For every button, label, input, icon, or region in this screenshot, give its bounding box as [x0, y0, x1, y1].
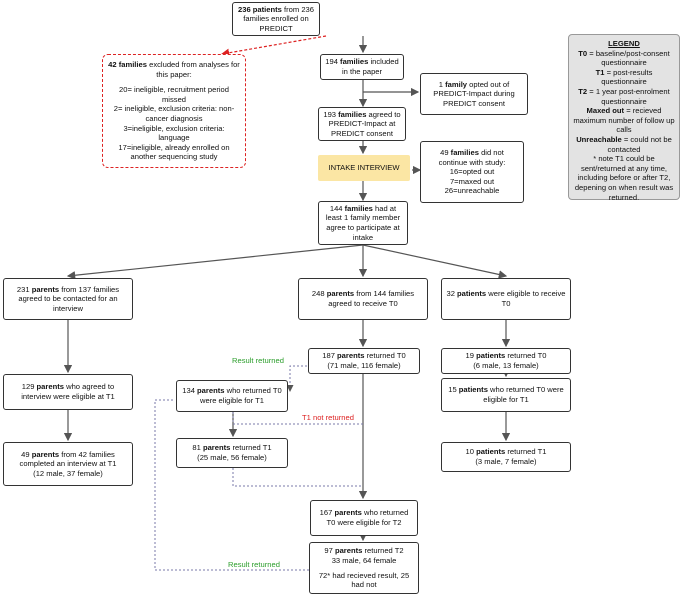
legend-item: T1 = post-results questionnaire [595, 67, 653, 87]
box-248-parents: 248 parents from 144 families agreed to … [298, 278, 428, 320]
box-not-continued: 49 families did not continue with study:… [420, 141, 524, 203]
box-167-parents: 167 parents who returned T0 were eligibl… [310, 500, 418, 536]
box-excluded: 42 families excluded from analyses for t… [102, 54, 246, 168]
legend-box: LEGEND T0 = baseline/post-consent questi… [568, 34, 680, 202]
label-t1-not-returned: T1 not returned [302, 413, 354, 422]
dotted-t1-not-returned [232, 412, 363, 425]
legend-item: Unreachable = could not be contacted [576, 134, 672, 154]
label-result-returned-1: Result returned [232, 356, 284, 365]
legend-item: Maxed out = recieved maximum number of f… [573, 106, 675, 135]
box-134-parents: 134 parents who returned T0 were eligibl… [176, 380, 288, 412]
box-10-patients: 10 patients returned T1 (3 male, 7 femal… [441, 442, 571, 472]
box-231-parents: 231 parents from 137 families agreed to … [3, 278, 133, 320]
box-intake-interview: INTAKE INTERVIEW [318, 155, 410, 181]
box-optedout: 1 family opted out of PREDICT-Impact dur… [420, 73, 528, 115]
legend-note: * note T1 could be sent/returned at any … [574, 154, 674, 202]
box-32-patients: 32 patients were eligible to receive T0 [441, 278, 571, 320]
legend-item: T2 = 1 year post-enrolment questionnaire [578, 86, 670, 106]
label-result-returned-2: Result returned [228, 560, 280, 569]
dotted-result-returned-2 [154, 399, 309, 571]
box-97-parents: 97 parents returned T2 33 male, 64 femal… [309, 542, 419, 594]
box-144-families: 144 families had at least 1 family membe… [318, 201, 408, 245]
box-187-parents: 187 parents returned T0 (71 male, 116 fe… [308, 348, 420, 374]
dotted-81-to-t2 [232, 468, 363, 487]
box-81-parents: 81 parents returned T1 (25 male, 56 fema… [176, 438, 288, 468]
box-19-patients: 19 patients returned T0 (6 male, 13 fema… [441, 348, 571, 374]
legend-title: LEGEND [608, 39, 640, 48]
box-included: 194 families included in the paper [320, 54, 404, 80]
arrow-to-32 [362, 244, 508, 279]
box-129-parents: 129 parents who agreed to interview were… [3, 374, 133, 410]
legend-item: T0 = baseline/post-consent questionnaire [578, 48, 670, 68]
arrow-excluded [220, 35, 327, 57]
box-agreed: 193 families agreed to PREDICT-Impact at… [318, 107, 406, 141]
box-enrolled: 236 patients from 236 families enrolled … [232, 2, 320, 36]
arrow-to-231 [66, 244, 364, 280]
box-49-parents: 49 parents from 42 families completed an… [3, 442, 133, 486]
box-15-patients: 15 patients who returned T0 were eligibl… [441, 378, 571, 412]
